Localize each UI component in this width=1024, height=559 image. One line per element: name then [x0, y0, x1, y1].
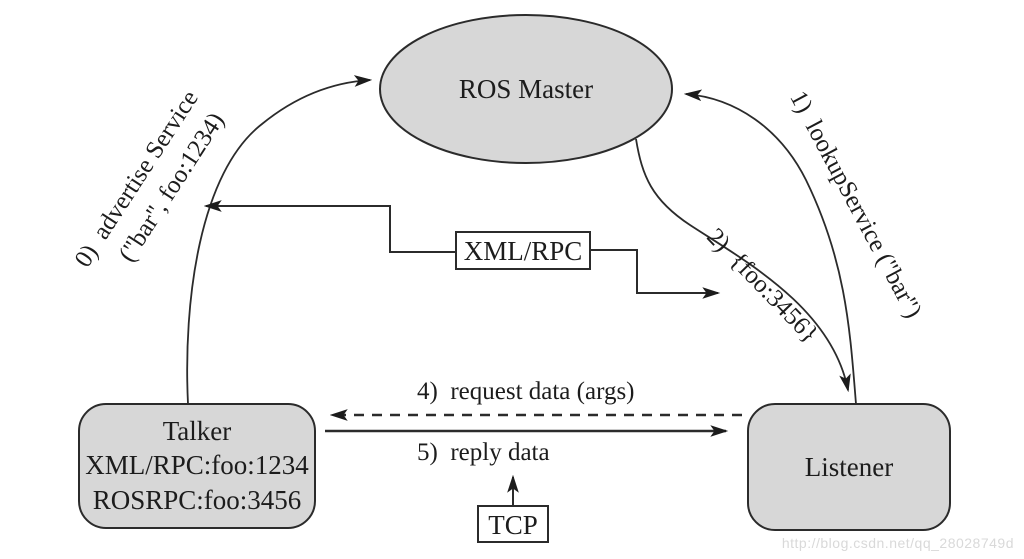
request-label: 4) request data (args)	[417, 378, 635, 405]
ros-master-label: ROS Master	[459, 74, 593, 104]
tcp-box	[477, 505, 549, 543]
talker-rosrpc-line: ROSRPC:foo:3456	[93, 485, 302, 515]
talker-node: Talker XML/RPC:foo:1234 ROSRPC:foo:3456	[78, 403, 316, 529]
listener-label: Listener	[805, 452, 893, 482]
watermark: http://blog.csdn.net/qq_28028749d	[782, 535, 1014, 551]
advertise-label: 0) advertise Service ("bar", foo:1234)	[70, 86, 230, 272]
xmlrpc-node: XML/RPC	[455, 231, 591, 270]
advertise-arrow	[186, 75, 373, 405]
xmlrpc-left-connector	[203, 200, 456, 253]
response-label: 2) {foo:3456}	[701, 223, 823, 348]
listener-box	[747, 403, 951, 531]
talker-xmlrpc-line: XML/RPC:foo:1234	[85, 450, 309, 480]
lookup-label: 1) lookupService ("bar")	[784, 86, 927, 322]
lookup-arrow	[683, 89, 857, 405]
listener-node: Listener	[747, 403, 951, 531]
tcp-label: TCP	[488, 510, 538, 540]
tcp-node: TCP	[477, 505, 549, 543]
xmlrpc-box	[455, 231, 591, 270]
xmlrpc-label: XML/RPC	[464, 236, 583, 266]
reply-label: 5) reply data	[417, 439, 550, 466]
xmlrpc-right-connector	[590, 249, 721, 299]
response-arrow	[635, 138, 851, 393]
ros-master-ellipse	[379, 14, 673, 164]
talker-box	[78, 403, 316, 529]
talker-title: Talker	[163, 416, 232, 446]
ros-master-node: ROS Master	[379, 14, 673, 164]
